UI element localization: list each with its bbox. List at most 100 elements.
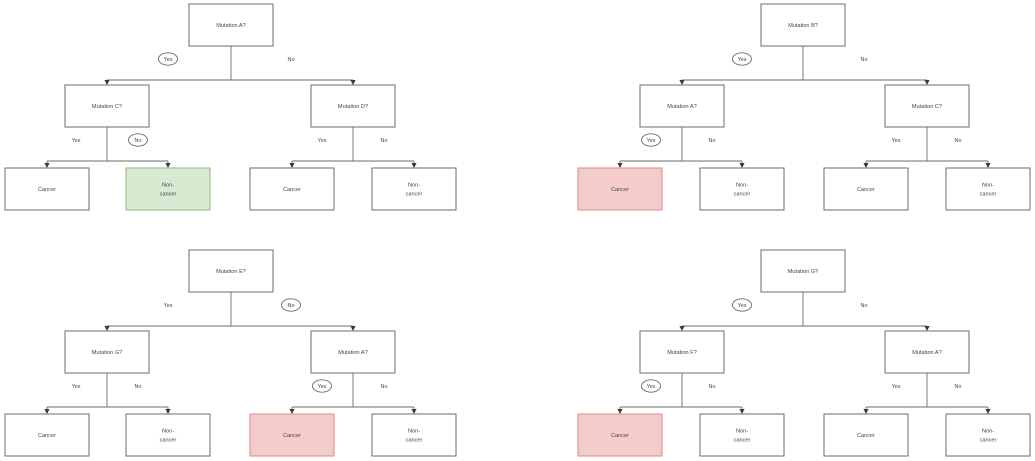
leaf-node-non-cancer-label-2: cancer [980, 437, 997, 443]
leaf-node-cancer-label: Cancer [857, 433, 875, 439]
edge-label-highlight-oval[interactable] [281, 298, 301, 312]
decision-node-mutation-f-label: Mutation F? [667, 350, 697, 356]
decision-node-mutation-a-box[interactable] [884, 330, 970, 374]
leaf-node-cancer-box[interactable] [823, 167, 909, 211]
decision-node-mutation-c-box[interactable] [884, 84, 970, 128]
edge-arrowhead-icon [863, 163, 869, 168]
decision-node-mutation-c-label: Mutation C? [912, 104, 942, 110]
leaf-node-non-cancer-label-2: cancer [160, 191, 177, 197]
edge-label-yes-selected: Yes [647, 138, 656, 144]
edge-label-highlight-oval[interactable] [732, 52, 752, 66]
leaf-node-non-cancer-label: Non- [162, 428, 174, 434]
edge-arrowhead-icon [739, 409, 745, 414]
edge-label-no: No [135, 384, 142, 390]
decision-node-mutation-a-box[interactable] [188, 3, 274, 47]
edge-label-yes: Yes [892, 384, 901, 390]
decision-node-mutation-e-box[interactable] [188, 249, 274, 293]
decision-node-mutation-a-box[interactable] [639, 84, 725, 128]
edge-arrowhead-icon [679, 80, 685, 85]
decision-node-mutation-d-label: Mutation D? [338, 104, 368, 110]
edge-arrowhead-icon [289, 409, 295, 414]
leaf-node-non-cancer-box[interactable] [699, 413, 785, 457]
edge-arrowhead-icon [411, 163, 417, 168]
edge-label-no-selected: No [135, 138, 142, 144]
decision-node-mutation-b-box[interactable] [760, 3, 846, 47]
leaf-node-non-cancer-label-2: cancer [406, 437, 423, 443]
edge-label-yes-selected: Yes [318, 384, 327, 390]
edge-label-no: No [381, 138, 388, 144]
edge-arrowhead-icon [44, 163, 50, 168]
leaf-node-non-cancer-box[interactable] [945, 413, 1031, 457]
edge-arrowhead-icon [350, 326, 356, 331]
decision-node-mutation-g-box[interactable] [760, 249, 846, 293]
edge-label-no: No [381, 384, 388, 390]
edge-arrowhead-icon [350, 80, 356, 85]
leaf-node-cancer-box[interactable] [4, 413, 90, 457]
leaf-node-non-cancer-box[interactable] [371, 413, 457, 457]
decision-node-mutation-a-box[interactable] [310, 330, 396, 374]
edge-label-yes-selected: Yes [164, 57, 173, 63]
edge-arrowhead-icon [985, 163, 991, 168]
edge-label-no: No [955, 384, 962, 390]
leaf-node-non-cancer-box[interactable] [125, 413, 211, 457]
leaf-node-cancer-box[interactable] [249, 167, 335, 211]
edge-label-highlight-oval[interactable] [732, 298, 752, 312]
leaf-node-cancer-box[interactable] [4, 167, 90, 211]
leaf-node-non-cancer-label-2: cancer [406, 191, 423, 197]
decision-node-mutation-g-box[interactable] [64, 330, 150, 374]
leaf-node-cancer-label: Cancer [283, 433, 301, 439]
edge-label-highlight-oval[interactable] [641, 133, 661, 147]
edge-label-yes-selected: Yes [647, 384, 656, 390]
edge-label-no: No [709, 384, 716, 390]
decision-node-mutation-a-label: Mutation A? [338, 350, 368, 356]
edge-label-yes-selected: Yes [738, 303, 747, 309]
leaf-node-non-cancer-label: Non- [736, 428, 748, 434]
edge-arrowhead-icon [165, 163, 171, 168]
leaf-node-non-cancer-box[interactable] [125, 167, 211, 211]
decision-node-mutation-d-box[interactable] [310, 84, 396, 128]
decision-node-mutation-a-label: Mutation A? [912, 350, 942, 356]
leaf-node-non-cancer-label: Non- [982, 182, 994, 188]
edge-label-highlight-oval[interactable] [312, 379, 332, 393]
leaf-node-non-cancer-label: Non- [982, 428, 994, 434]
leaf-node-non-cancer-label: Non- [162, 182, 174, 188]
edge-arrowhead-icon [739, 163, 745, 168]
decision-node-mutation-b-label: Mutation B? [788, 23, 818, 29]
leaf-node-cancer-box[interactable] [823, 413, 909, 457]
edge-arrowhead-icon [165, 409, 171, 414]
decision-node-mutation-c-box[interactable] [64, 84, 150, 128]
decision-node-mutation-g-label: Mutation G? [788, 269, 818, 275]
edge-arrowhead-icon [924, 326, 930, 331]
edge-label-yes: Yes [318, 138, 327, 144]
leaf-node-cancer-box[interactable] [249, 413, 335, 457]
edge-arrowhead-icon [44, 409, 50, 414]
decision-node-mutation-e-label: Mutation E? [216, 269, 246, 275]
leaf-node-non-cancer-box[interactable] [699, 167, 785, 211]
decision-node-mutation-f-box[interactable] [639, 330, 725, 374]
leaf-node-non-cancer-box[interactable] [371, 167, 457, 211]
leaf-node-non-cancer-label-2: cancer [734, 437, 751, 443]
edge-label-highlight-oval[interactable] [158, 52, 178, 66]
edge-label-highlight-oval[interactable] [128, 133, 148, 147]
leaf-node-non-cancer-box[interactable] [945, 167, 1031, 211]
leaf-node-cancer-box[interactable] [577, 413, 663, 457]
edge-arrowhead-icon [679, 326, 685, 331]
edge-label-no: No [288, 57, 295, 63]
decision-node-mutation-c-label: Mutation C? [92, 104, 122, 110]
edge-arrowhead-icon [924, 80, 930, 85]
decision-node-mutation-a-label: Mutation A? [216, 23, 246, 29]
edge-label-no: No [861, 57, 868, 63]
leaf-node-cancer-box[interactable] [577, 167, 663, 211]
leaf-node-non-cancer-label: Non- [408, 182, 420, 188]
decision-node-mutation-g-label: Mutation G? [92, 350, 122, 356]
edge-label-yes: Yes [72, 138, 81, 144]
leaf-node-cancer-label: Cancer [38, 187, 56, 193]
edge-arrowhead-icon [617, 409, 623, 414]
edge-arrowhead-icon [104, 80, 110, 85]
leaf-node-non-cancer-label-2: cancer [160, 437, 177, 443]
edge-arrowhead-icon [411, 409, 417, 414]
edge-label-highlight-oval[interactable] [641, 379, 661, 393]
